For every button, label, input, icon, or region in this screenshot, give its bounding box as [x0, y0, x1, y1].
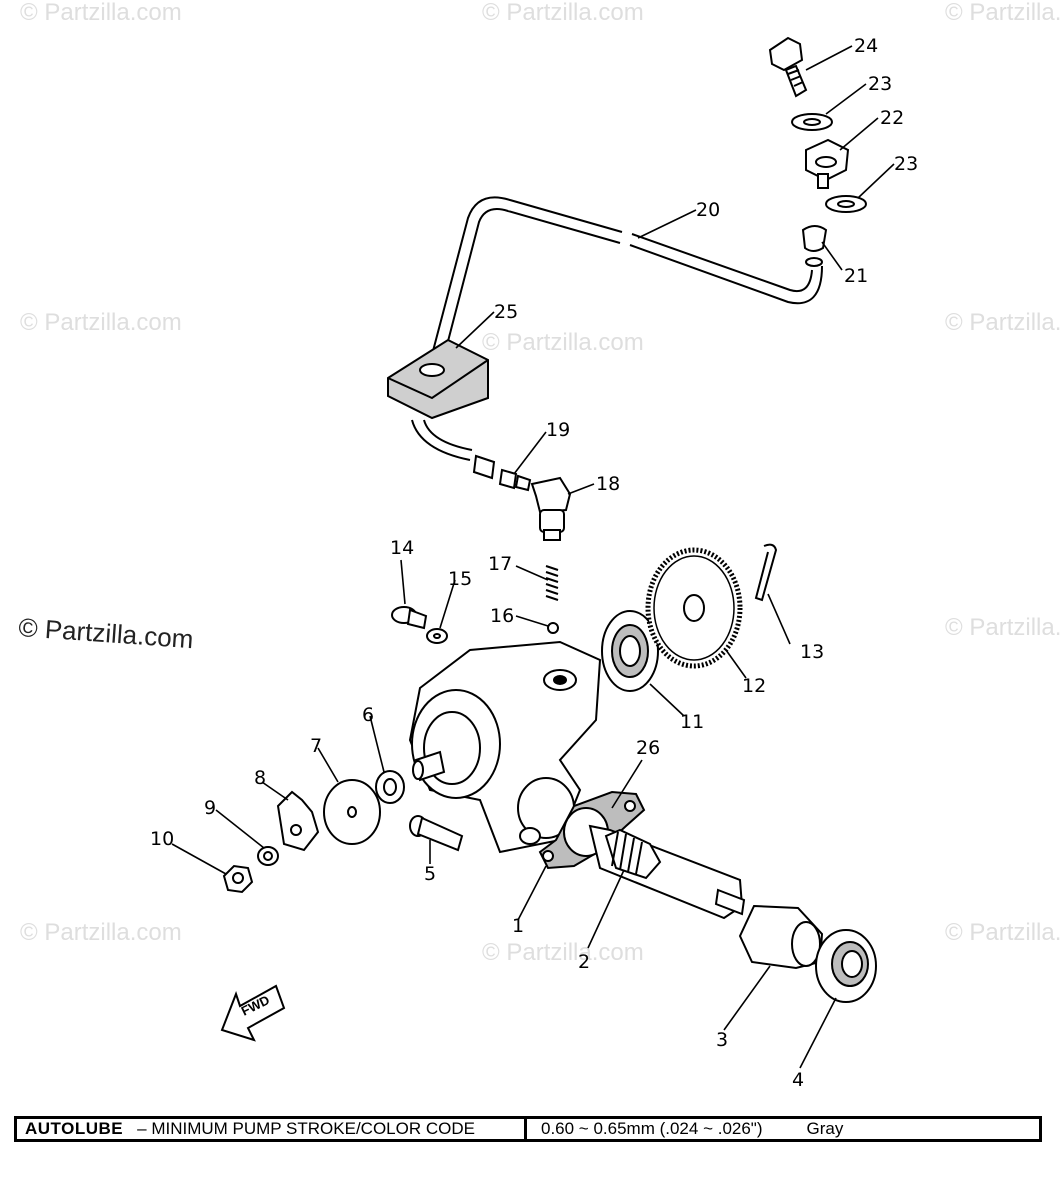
callout-labels: 1 2 3 4 5 6 7 8 9 10 11 12 13 14 15 16 1… — [150, 35, 918, 1091]
pump-shaft-end — [412, 750, 446, 782]
callout-9: 9 — [204, 797, 216, 819]
spec-title: AUTOLUBE — [25, 1119, 124, 1138]
spec-label-cell: AUTOLUBE – MINIMUM PUMP STROKE/COLOR COD… — [17, 1119, 527, 1139]
callout-7: 7 — [310, 735, 322, 757]
callout-4: 4 — [792, 1069, 804, 1091]
watermark: © Partzilla.com — [20, 919, 182, 946]
watermark: © Partzilla.com — [945, 919, 1060, 946]
oil-seal — [815, 929, 877, 1003]
callout-15: 15 — [448, 568, 472, 590]
callout-5: 5 — [424, 863, 436, 885]
callout-23: 23 — [868, 73, 892, 95]
nut — [222, 864, 254, 894]
callout-14: 14 — [390, 537, 414, 559]
callout-6: 6 — [362, 704, 374, 726]
pump-drive-shaft — [588, 824, 746, 920]
callout-2: 2 — [578, 951, 590, 973]
spring — [545, 565, 559, 601]
oil-hose — [427, 196, 823, 373]
watermark: © Partzilla.com — [482, 939, 644, 966]
fwd-arrow-icon: FWD — [220, 984, 286, 1042]
watermark: © Partzilla.com — [482, 329, 644, 356]
spec-description: – MINIMUM PUMP STROKE/COLOR CODE — [137, 1119, 475, 1138]
hose-clip — [801, 225, 828, 267]
callout-16: 16 — [490, 605, 514, 627]
banjo-bolt — [768, 36, 808, 98]
collar — [738, 904, 824, 970]
watermark: © Partzilla.com — [482, 0, 644, 26]
stopper-plate — [276, 790, 320, 852]
callout-26: 26 — [636, 737, 660, 759]
check-valve-fitting — [530, 476, 572, 541]
screw — [391, 606, 428, 630]
washer — [426, 628, 448, 644]
adjusting-plate — [323, 779, 381, 845]
watermark: © Partzilla.com — [945, 0, 1060, 26]
washer — [791, 113, 833, 131]
spec-value: 0.60 ~ 0.65mm (.024 ~ .026") — [541, 1119, 763, 1138]
callout-18: 18 — [596, 473, 620, 495]
watermark: © Partzilla.com — [20, 0, 182, 26]
callout-10: 10 — [150, 828, 174, 850]
callout-25: 25 — [494, 301, 518, 323]
pipe-joint — [472, 454, 532, 492]
bearing — [601, 610, 659, 692]
callout-17: 17 — [488, 553, 512, 575]
check-ball — [547, 622, 559, 634]
callout-1: 1 — [512, 915, 524, 937]
callout-20: 20 — [696, 199, 720, 221]
watermark-prominent: © Partzilla.com — [18, 612, 195, 654]
drive-gear — [645, 547, 743, 669]
callout-21: 21 — [844, 265, 868, 287]
lock-washer — [257, 846, 279, 866]
watermark: © Partzilla.com — [945, 614, 1060, 641]
leader-lines — [171, 45, 895, 1069]
pan-screw — [409, 815, 464, 852]
spec-value-cell: 0.60 ~ 0.65mm (.024 ~ .026") Gray — [527, 1119, 1039, 1139]
oil-delivery-pipe — [411, 419, 473, 461]
callout-13: 13 — [800, 641, 824, 663]
grommet — [387, 338, 489, 420]
washer — [825, 195, 867, 213]
spec-bar: AUTOLUBE – MINIMUM PUMP STROKE/COLOR COD… — [14, 1116, 1042, 1142]
callout-12: 12 — [742, 675, 766, 697]
watermark-grid: © Partzilla.com © Partzilla.com © Partzi… — [18, 0, 1060, 966]
callout-19: 19 — [546, 419, 570, 441]
cotter-pin — [754, 543, 778, 602]
spec-color-code: Gray — [806, 1119, 844, 1138]
union-bolt-fitting — [805, 138, 850, 189]
callout-3: 3 — [716, 1029, 728, 1051]
callout-8: 8 — [254, 767, 266, 789]
callout-24: 24 — [854, 35, 878, 57]
watermark: © Partzilla.com — [945, 309, 1060, 336]
callout-23: 23 — [894, 153, 918, 175]
oil-seal-6 — [375, 770, 405, 804]
callout-22: 22 — [880, 107, 904, 129]
callout-11: 11 — [680, 711, 704, 733]
watermark: © Partzilla.com — [20, 309, 182, 336]
